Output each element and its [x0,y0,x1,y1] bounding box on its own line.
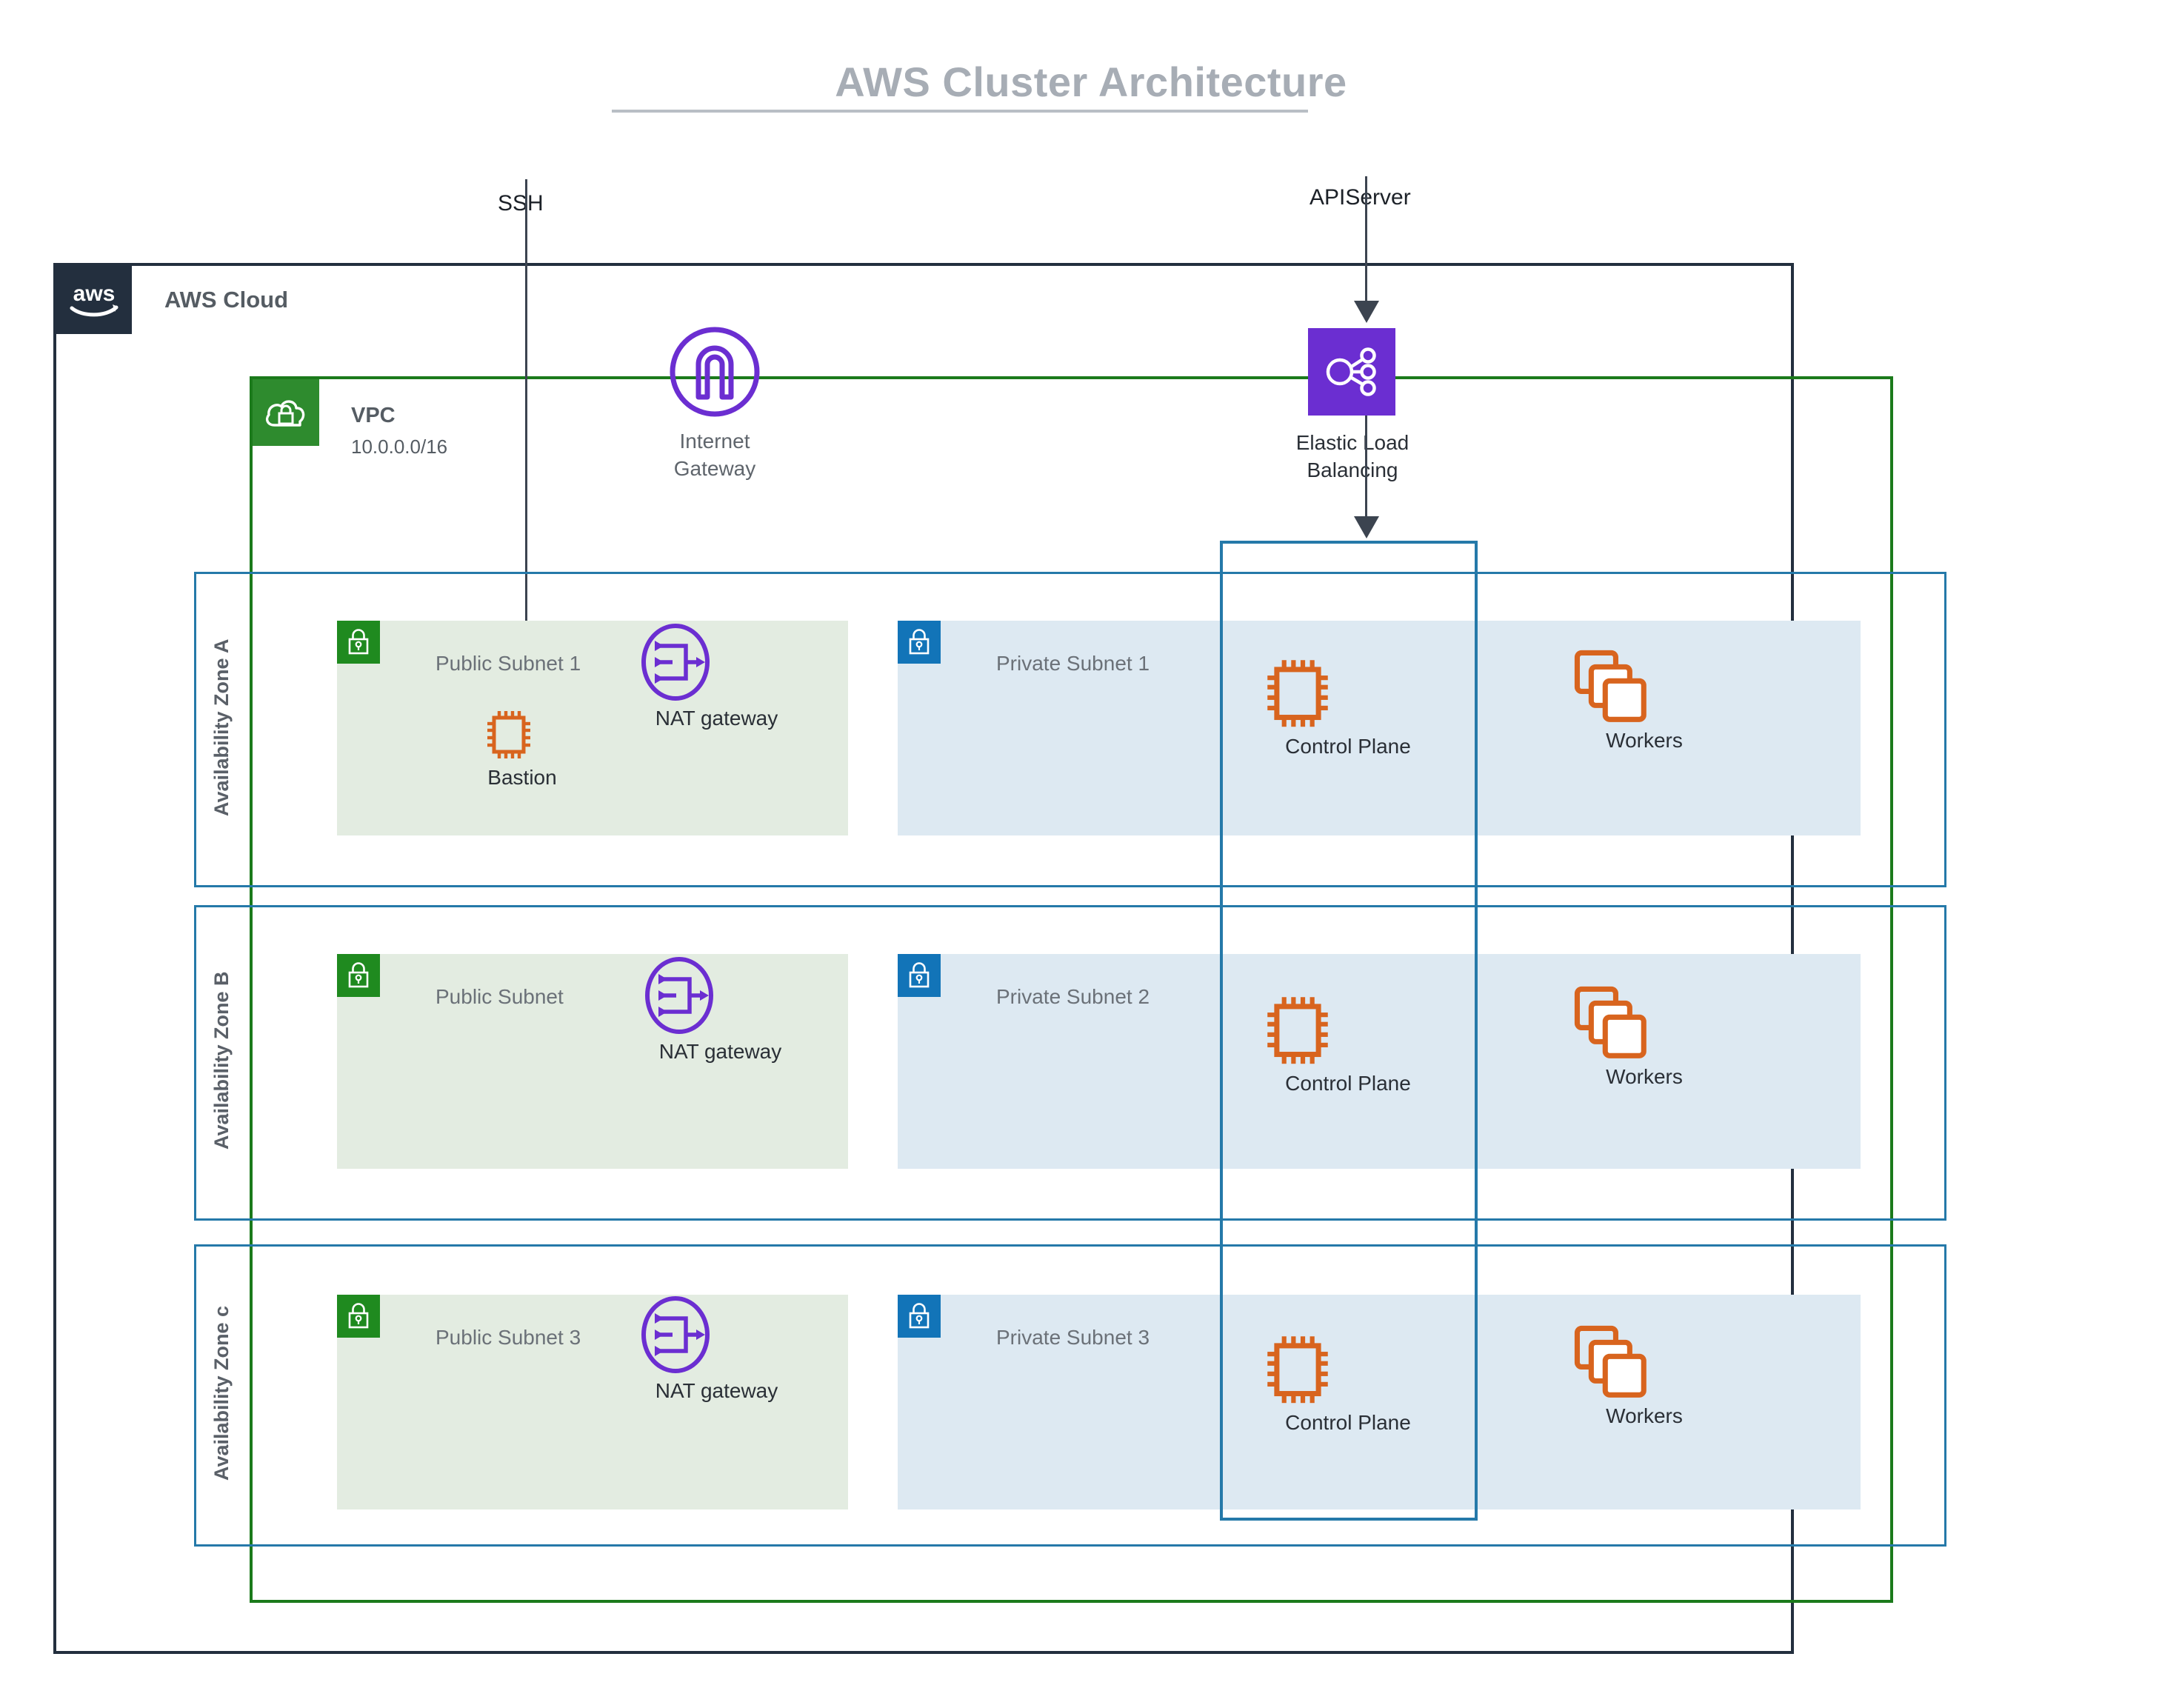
apiserver-connector-line [1365,176,1367,306]
private-subnet-3 [898,1295,1861,1509]
nat-gateway-node-b-label: NAT gateway [658,1040,782,1063]
instances-stack-icon [1574,650,1646,722]
private-subnet-3-name: Private Subnet 3 [996,1326,1150,1349]
bastion-node-a: Bastion [481,705,563,790]
igw-label-line2: Gateway [673,456,756,480]
public-subnet-b [337,954,848,1169]
nat-gateway-icon [645,957,713,1034]
bastion-node-a-label: Bastion [487,766,557,789]
private-subnet-3-blue-lock-icon [898,1295,941,1338]
page-title: AWS Cluster Architecture [835,59,1347,105]
nat-gateway-node-a-label: NAT gateway [655,707,778,730]
control-plane-group-boundary [1220,541,1478,1521]
private-subnet-2 [898,954,1861,1169]
workers-node-b-label: Workers [1606,1065,1683,1088]
apiserver-connector-arrowhead [1354,301,1379,323]
control-plane-node-a: Control Plane [1259,652,1437,758]
elb-label-line2: Balancing [1307,458,1398,481]
vpc-boundary [250,376,1893,1603]
elb-to-controlplane-line [1365,416,1367,518]
public-subnet-1-name: Public Subnet 1 [436,652,581,675]
public-subnet-3-name: Public Subnet 3 [436,1326,581,1349]
vpc-label: VPC [351,404,396,427]
public-subnet-b-green-lock-icon [337,954,380,997]
title-underline [612,110,1308,113]
nat-gateway-icon [641,624,710,701]
private-subnet-2-name: Private Subnet 2 [996,985,1150,1008]
aws-cloud-label: AWS Cloud [164,287,289,313]
elastic-load-balancing-icon [1308,328,1395,416]
public-subnet-1 [337,621,848,835]
availability-zone-c-label: Availability Zone c [210,1305,233,1481]
vpc-cloud-lock-icon [253,379,319,446]
instances-stack-icon [1574,1325,1646,1398]
public-subnet-1-green-lock-icon [337,621,380,664]
ec2-chip-icon [1267,997,1328,1064]
ec2-chip-icon [487,711,530,758]
workers-node-a-label: Workers [1606,729,1683,752]
ssh-connector-label: SSH [498,191,544,216]
availability-zone-b-boundary [194,905,1946,1221]
instances-stack-icon [1574,986,1646,1058]
public-subnet-3-green-lock-icon [337,1295,380,1338]
elb-label-line1: Elastic Load [1295,431,1409,454]
control-plane-node-c-label: Control Plane [1285,1411,1411,1434]
ec2-chip-icon [1267,660,1328,727]
nat-gateway-node-c: NAT gateway [637,1296,796,1403]
workers-node-c-label: Workers [1606,1404,1683,1427]
control-plane-node-b-label: Control Plane [1285,1072,1411,1095]
aws-logo-icon: aws [56,266,132,334]
control-plane-node-b: Control Plane [1259,989,1437,1095]
availability-zone-c-boundary [194,1244,1946,1547]
svg-text:aws: aws [73,281,116,306]
private-subnet-1-name: Private Subnet 1 [996,652,1150,675]
nat-gateway-node-a: NAT gateway [637,624,796,730]
workers-node-c: Workers [1570,1321,1718,1428]
ec2-chip-icon [1267,1336,1328,1404]
internet-gateway-icon [669,326,761,418]
nat-gateway-node-b: NAT gateway [641,957,800,1064]
workers-node-b: Workers [1570,982,1718,1089]
public-subnet-b-name: Public Subnet [436,985,564,1008]
nat-gateway-node-c-label: NAT gateway [655,1379,778,1402]
control-plane-node-a-label: Control Plane [1285,735,1411,758]
private-subnet-2-blue-lock-icon [898,954,941,997]
nat-gateway-icon [641,1296,710,1373]
elastic-load-balancing-label: Elastic Load Balancing [1216,430,1489,484]
control-plane-node-c: Control Plane [1259,1328,1437,1435]
availability-zone-a-label: Availability Zone A [210,638,233,816]
elb-to-controlplane-arrowhead [1354,516,1379,538]
availability-zone-a-boundary [194,572,1946,887]
apiserver-connector-label: APIServer [1309,185,1411,210]
igw-label-line1: Internet [679,430,750,453]
public-subnet-3 [337,1295,848,1509]
internet-gateway-label: Internet Gateway [615,428,815,483]
ssh-connector-line [525,179,527,707]
private-subnet-1-blue-lock-icon [898,621,941,664]
private-subnet-1 [898,621,1861,835]
availability-zone-b-label: Availability Zone B [210,971,233,1150]
vpc-cidr: 10.0.0.0/16 [351,436,448,458]
workers-node-a: Workers [1570,646,1718,753]
